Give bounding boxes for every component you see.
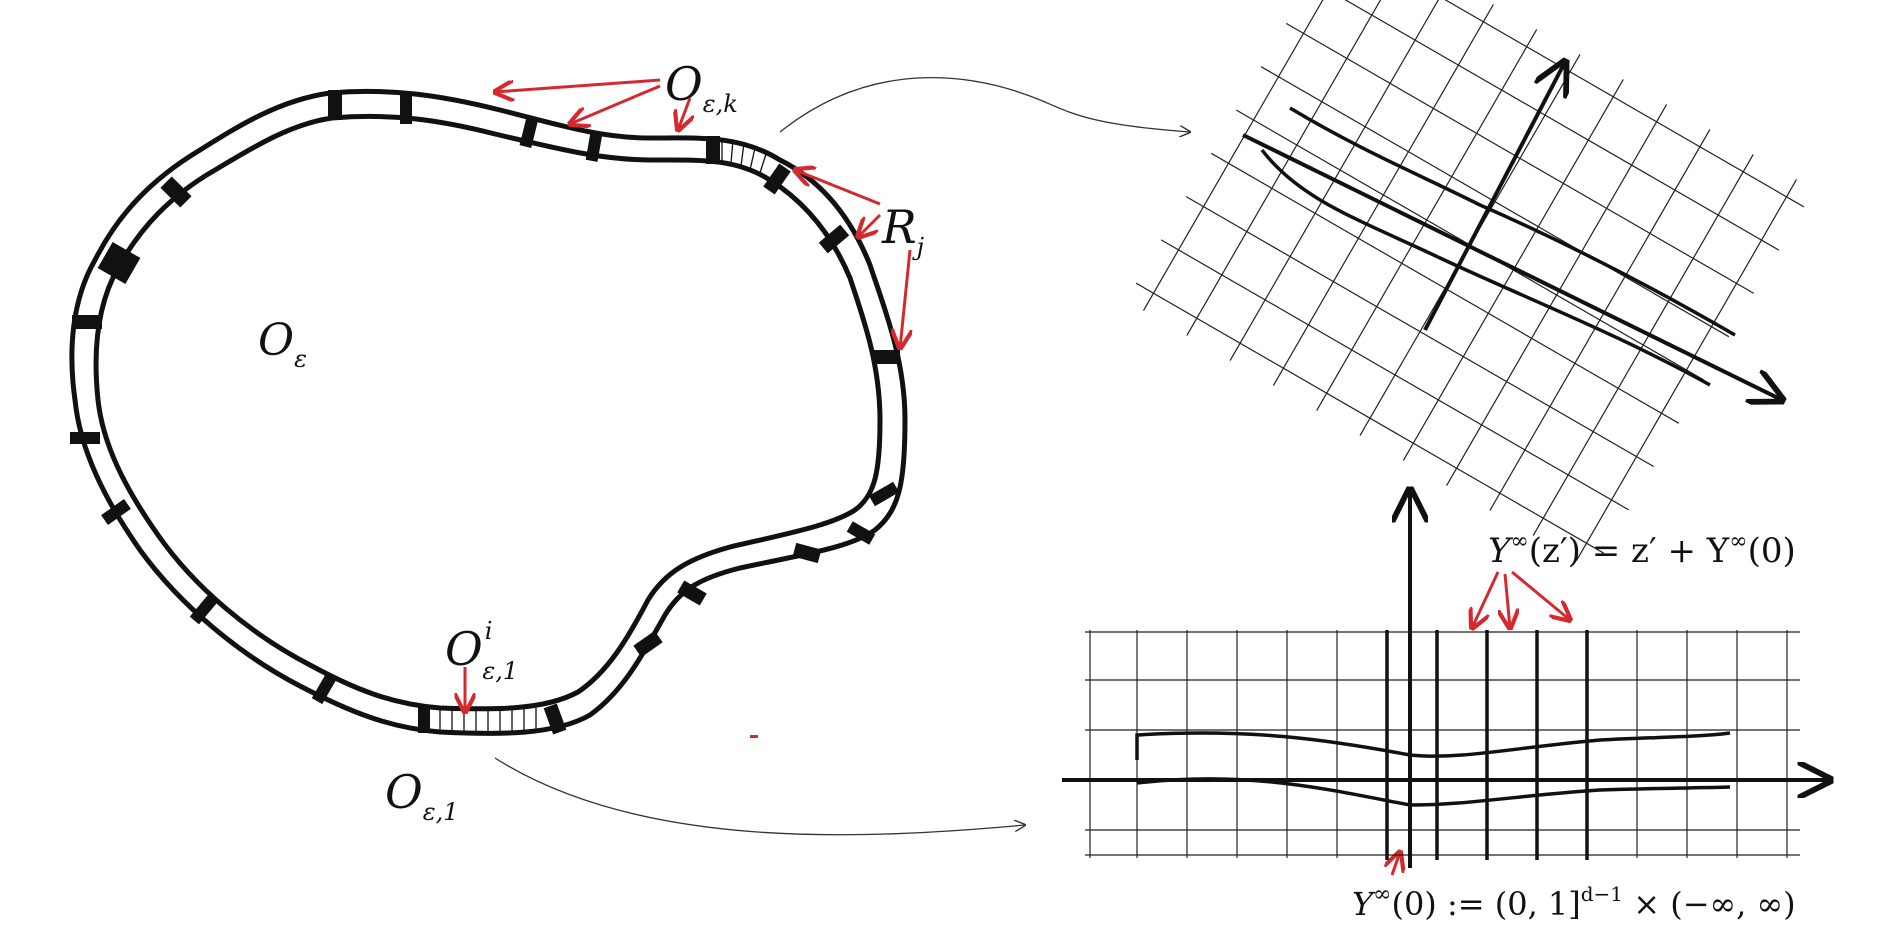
block	[519, 115, 539, 149]
flat-strip-top	[1135, 731, 1731, 760]
arrow-y0	[1392, 852, 1400, 876]
flat-strip	[1135, 731, 1731, 807]
label-cells-k: Oε,k	[665, 57, 738, 118]
block	[328, 90, 342, 120]
block	[763, 163, 791, 195]
block	[846, 521, 876, 545]
domain-blocks	[70, 90, 900, 735]
arrow-rect-2	[858, 213, 882, 237]
flat-grid	[1085, 630, 1800, 858]
block	[311, 673, 337, 705]
connector-to-tilted-grid	[779, 76, 1190, 132]
tilted-strip-bottom	[1260, 148, 1711, 387]
block	[101, 499, 131, 525]
label-rectangles: Rj	[881, 200, 925, 261]
block	[97, 242, 141, 284]
block	[677, 580, 707, 606]
arrow-yshift-2	[1505, 573, 1510, 628]
label-domain: Oε	[258, 315, 307, 373]
block	[633, 630, 663, 658]
tilted-grid-lines	[1135, 0, 1805, 561]
tilted-axis-vertical	[1423, 62, 1565, 331]
connector-to-flat-grid	[494, 757, 1025, 836]
label-y-shift: Y∞(z′) = z′ + Y∞(0)	[1488, 529, 1796, 571]
block	[160, 176, 192, 208]
block	[818, 224, 850, 254]
block	[585, 132, 603, 162]
block	[872, 350, 900, 364]
stray-mark	[750, 735, 758, 738]
flat-strip-bottom	[1136, 777, 1731, 807]
block	[72, 315, 102, 329]
arrow-yshift-1	[1472, 571, 1500, 628]
block	[70, 432, 100, 444]
arrow-cells-k-2	[570, 84, 661, 124]
block	[706, 136, 720, 164]
arrow-cells-k-1	[495, 78, 661, 92]
tilted-axis-horizontal	[1242, 133, 1782, 400]
arrow-yshift-3	[1511, 570, 1570, 620]
block	[418, 705, 430, 733]
block	[189, 593, 219, 625]
arrow-rect-3	[900, 249, 910, 348]
block	[543, 703, 567, 735]
arrow-cells-k-3	[678, 97, 690, 130]
block	[868, 481, 900, 507]
red-pointer-arrows	[465, 78, 1570, 876]
label-y-zero: Y∞(0) := (0, 1]d−1 × (−∞, ∞)	[1352, 882, 1796, 923]
block	[792, 542, 822, 564]
label-cell-one: Oε,1	[385, 765, 459, 826]
block	[400, 94, 412, 124]
domain-inner-boundary	[93, 113, 883, 712]
arrow-rect-1	[795, 170, 881, 206]
tilted-strip-top	[1289, 106, 1736, 337]
tilted-strip	[1260, 106, 1736, 387]
tilted-grid	[1135, 0, 1805, 561]
tilted-axes	[1242, 62, 1782, 400]
